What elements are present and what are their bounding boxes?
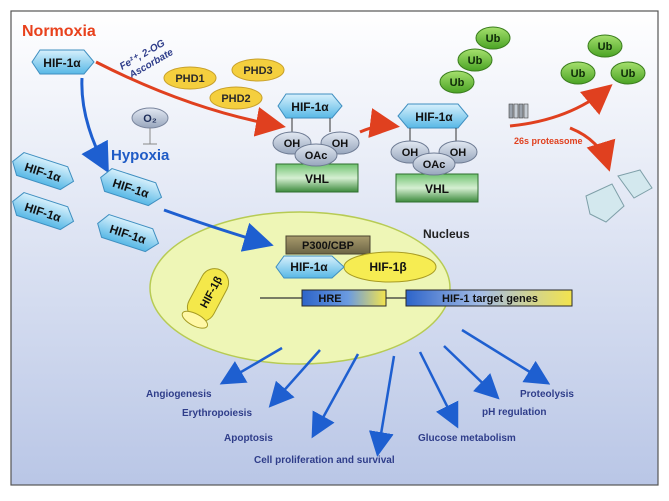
ub-free-1-label: Ub [598, 41, 613, 53]
hif1b-nuclear-label: HIF-1β [369, 260, 406, 274]
outcome-arrows [219, 328, 551, 457]
oac1-label: OAc [305, 150, 328, 162]
hif1a-complex1-shape [277, 93, 343, 119]
ub-free-2 [560, 61, 596, 85]
proteasome-label: 26s proteasome [514, 136, 583, 146]
oac2-label: OAc [423, 159, 446, 171]
arrow-proteolysis [461, 328, 551, 385]
hif1a-cluster-4: HIF-1α [97, 213, 160, 253]
target-genes-label: HIF-1 target genes [442, 293, 538, 305]
arrow-angiogenesis [219, 346, 283, 385]
oxygen-label: O₂ [143, 113, 157, 125]
oac1-ellipse [294, 143, 338, 167]
ub-2-label: Ub [468, 55, 483, 67]
phd2-label: PHD2 [221, 93, 250, 105]
arrow-proliferation [368, 355, 396, 457]
hre-box [301, 289, 387, 307]
fragment-2 [617, 169, 653, 199]
phd2-ellipse [209, 86, 263, 110]
oac2-ellipse [412, 152, 456, 176]
outcome-proliferation: Cell proliferation and survival [254, 455, 395, 466]
hif1a-cluster-3: HIF-1α [100, 167, 163, 207]
ub-free-3 [610, 61, 646, 85]
oh4-label: OH [450, 147, 467, 159]
ub-1-label: Ub [486, 33, 501, 45]
hre-label: HRE [318, 293, 341, 305]
vhl2-box [395, 173, 479, 203]
phd3-label: PHD3 [243, 65, 272, 77]
hif1b-cylinder: HIF-1β [181, 268, 230, 329]
outcome-apoptosis: Apoptosis [224, 433, 273, 444]
nucleus-label: Nucleus [423, 227, 470, 241]
hydroxylation-arrow [95, 60, 286, 137]
outcome-ph: pH regulation [482, 407, 546, 418]
ubiquitination-arrow [359, 108, 400, 138]
ub-free-1 [587, 34, 623, 58]
target-genes-box [405, 289, 573, 307]
vhl1-box [275, 163, 359, 193]
arrow-apoptosis [311, 353, 360, 439]
outcome-erythropoiesis: Erythropoiesis [182, 408, 252, 419]
hif1a-complex2-label: HIF-1α [415, 110, 453, 124]
phd1-ellipse [163, 66, 217, 90]
hif1a-normoxia-label: HIF-1α [43, 56, 81, 70]
ub-free-3-label: Ub [621, 68, 636, 80]
ub-free-2-label: Ub [571, 68, 586, 80]
oh2-label: OH [332, 138, 349, 150]
p300-label: P300/CBP [302, 240, 354, 252]
ubiquitin-chain: Ub Ub Ub [439, 26, 511, 94]
arrow-glucose [418, 351, 459, 429]
hif1a-complex1-label: HIF-1α [291, 100, 329, 114]
phd3-ellipse [231, 58, 285, 82]
outcome-proteolysis: Proteolysis [520, 389, 574, 400]
oh3-label: OH [402, 147, 419, 159]
oh1-label: OH [284, 138, 301, 150]
phd1-label: PHD1 [175, 73, 204, 85]
hif1a-nuclear-label: HIF-1α [290, 260, 328, 274]
vhl-complex-2: HIF-1α VHL OH OH OAc [390, 103, 479, 203]
hif1a-nuclear-shape [275, 255, 345, 279]
hif1a-accumulated: HIF-1α HIF-1α HIF-1α HIF-1α [12, 151, 163, 253]
hif1a-complex2-shape [397, 103, 469, 129]
outcome-angiogenesis: Angiogenesis [146, 389, 212, 400]
vhl1-label: VHL [305, 172, 329, 186]
hif1a-normoxia-shape [31, 49, 95, 75]
outcome-labels: Angiogenesis Erythropoiesis Apoptosis Ce… [146, 389, 574, 466]
vhl-complex-1: HIF-1α VHL OH OH OAc [272, 93, 360, 193]
ub-3-label: Ub [450, 77, 465, 89]
hypoxia-arrow [80, 77, 109, 174]
degraded-fragments [585, 169, 653, 223]
vhl2-label: VHL [425, 182, 449, 196]
ub-2 [457, 48, 493, 72]
ub-release-arrow [509, 84, 613, 128]
arrow-erythropoiesis [268, 349, 321, 408]
degradation-arrow [569, 126, 616, 172]
ub-1 [475, 26, 511, 50]
ub-3 [439, 70, 475, 94]
proteasome-icon [508, 103, 529, 119]
arrow-ph [443, 345, 500, 400]
p300-box [285, 235, 371, 255]
outcome-glucose: Glucose metabolism [418, 433, 516, 444]
nuclear-translocation-arrow [163, 208, 274, 252]
nucleus-ellipse [149, 211, 451, 365]
fragment-1 [585, 183, 625, 223]
hypoxia-label: Hypoxia [111, 147, 170, 164]
normoxia-title: Normoxia [22, 23, 96, 40]
